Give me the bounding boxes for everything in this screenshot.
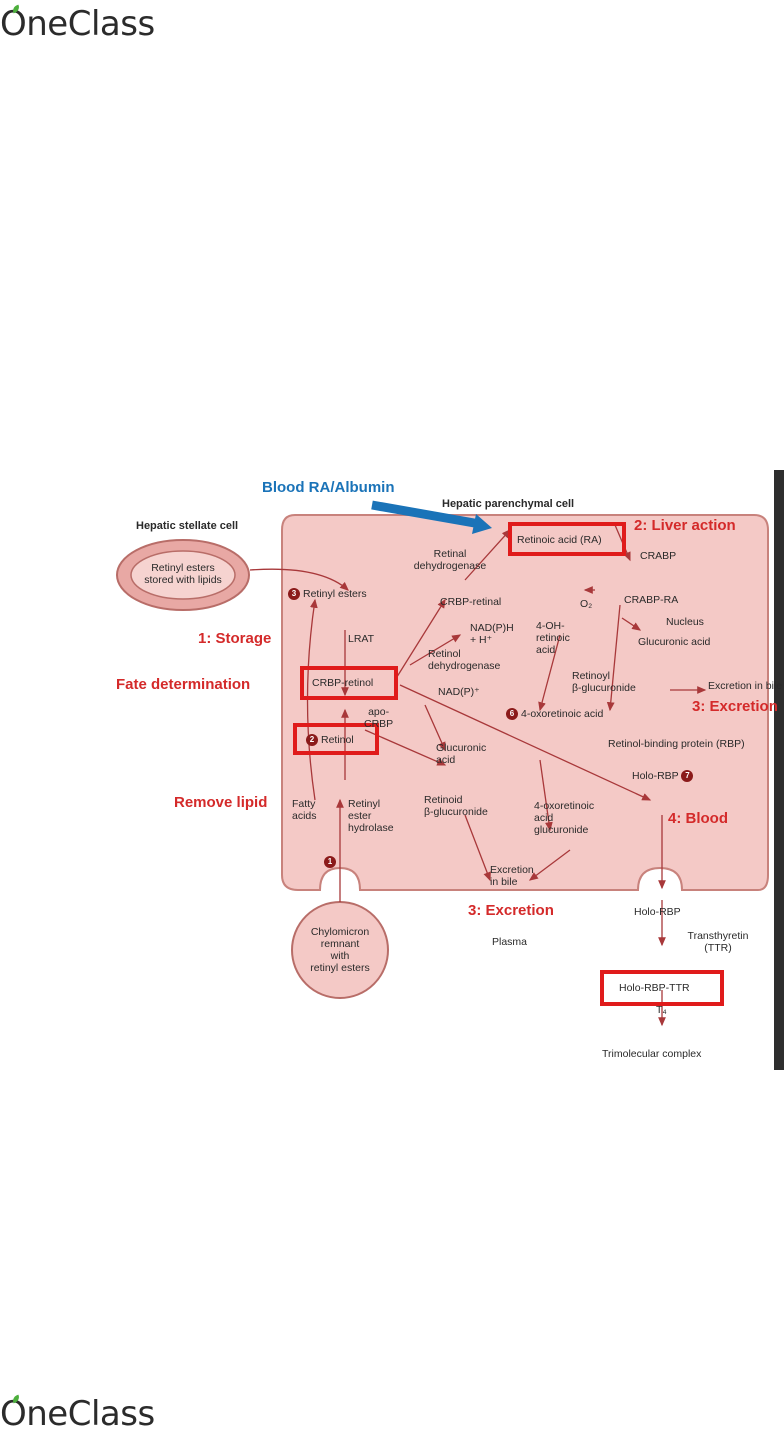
retinol-dehydrogenase-label: Retinol dehydrogenase xyxy=(428,648,501,672)
4-oh-retinoic-acid-node: 4-OH- retinoic acid xyxy=(536,620,570,656)
stellate-cell-inner xyxy=(130,550,236,600)
pathway-arrows xyxy=(249,524,707,1027)
chylomicron-label: Chylomicron remnant with retinyl esters xyxy=(310,926,370,974)
trimolecular-complex-label: Trimolecular complex xyxy=(602,1048,702,1060)
retinoid-glucuronide-node: Retinoid β-glucuronide xyxy=(424,794,488,818)
excretion-in-bile-right-label: Excretion in bile xyxy=(708,680,783,692)
retinoid-metabolism-diagram: Blood RA/Albumin Hepatic parenchymal cel… xyxy=(110,470,784,1070)
oneclass-logo-top: OneClass xyxy=(0,4,155,44)
o2-label: O₂ xyxy=(580,598,593,610)
retinoic-acid-highlight xyxy=(508,522,626,556)
retinyl-ester-hydrolase-label: Retinyl ester hydrolase xyxy=(348,798,394,834)
crbp-retinal-node: CRBP-retinal xyxy=(440,596,502,608)
stellate-content-label: Retinyl esters stored with lipids xyxy=(144,562,222,586)
diagram-graphics xyxy=(116,470,784,1070)
retinol-highlight xyxy=(293,723,379,755)
glucuronic-acid-right-label: Glucuronic acid xyxy=(638,636,711,648)
storage-label: 1: Storage xyxy=(198,630,272,647)
retinoic-acid-node: Retinoic acid (RA) xyxy=(517,534,602,546)
retinal-dehydrogenase-label: Retinal dehydrogenase xyxy=(413,548,487,572)
remove-lipid-label: Remove lipid xyxy=(174,794,268,811)
parenchymal-cell-label: Hepatic parenchymal cell xyxy=(442,498,575,510)
oxo-glucuronide-node: 4-oxoretinoic acid glucuronide xyxy=(534,800,595,836)
holo-rbp-plasma-label: Holo-RBP xyxy=(634,906,681,918)
crabp-label: CRABP xyxy=(640,550,677,562)
fatty-acids-label: Fatty acids xyxy=(292,798,317,822)
liver-action-label: 2: Liver action xyxy=(634,517,736,534)
rbp-label: Retinol-binding protein (RBP) xyxy=(608,738,745,750)
holo-rbp-ttr-node: Holo-RBP-TTR xyxy=(619,982,690,994)
excretion-bottom-label: 3: Excretion xyxy=(468,902,554,919)
crbp-retinol-highlight xyxy=(300,666,398,700)
image-edge-strip xyxy=(774,470,784,1070)
holo-rbp-ttr-highlight xyxy=(600,970,724,1006)
oneclass-logo-bottom: OneClass xyxy=(0,1394,155,1434)
fate-determination-label: Fate determination xyxy=(116,676,251,693)
transthyretin-label: Transthyretin (TTR) xyxy=(687,930,749,954)
lrat-label: LRAT xyxy=(348,633,375,645)
nadp-label: NAD(P)⁺ xyxy=(438,686,480,698)
apo-crbp-label: apo- CRBP xyxy=(364,706,394,730)
plasma-label: Plasma xyxy=(492,936,528,948)
blood-ra-albumin-label: Blood RA/Albumin xyxy=(262,479,395,496)
crabp-ra-node: CRABP-RA xyxy=(624,594,679,606)
nucleus-label: Nucleus xyxy=(666,616,704,628)
glucuronic-acid-mid-label: Glucuronic acid xyxy=(436,742,487,766)
crbp-retinol-node: CRBP-retinol xyxy=(312,677,374,689)
excretion-right-label: 3: Excretion xyxy=(692,698,778,715)
holo-rbp-node: Holo-RBP 7 xyxy=(632,770,696,783)
nadph-label: NAD(P)H + H⁺ xyxy=(470,622,514,646)
t4-label: T₄ xyxy=(656,1004,667,1016)
blood-label: 4: Blood xyxy=(668,810,728,827)
blood-ra-arrow xyxy=(371,500,481,529)
stellate-cell-label: Hepatic stellate cell xyxy=(136,520,239,532)
retinoyl-glucuronide-node: Retinoyl β-glucuronide xyxy=(572,670,636,694)
step-1-badge: 1 xyxy=(324,856,339,869)
excretion-in-bile-bottom-label: Excretion in bile xyxy=(490,864,534,888)
